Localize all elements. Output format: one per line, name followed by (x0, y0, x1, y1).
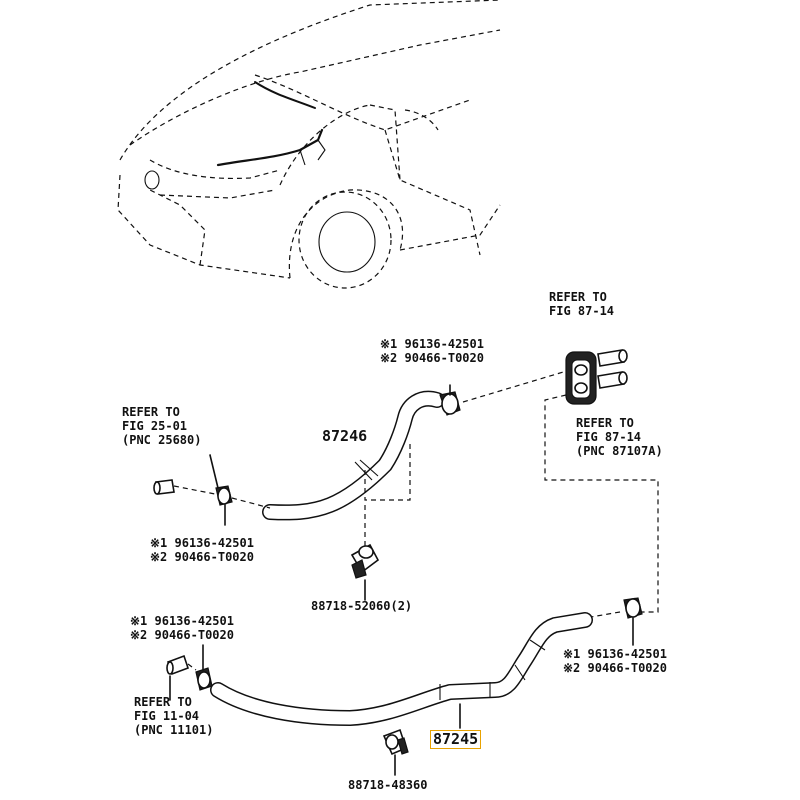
clip-lower (382, 728, 409, 776)
clamp-top (439, 384, 461, 416)
part-number-88718-48360[interactable]: 88718-48360 (348, 778, 428, 792)
part-number-87246[interactable]: 87246 (322, 427, 368, 445)
part-number-88718-52060[interactable]: 88718-52060(2) (311, 599, 413, 613)
ref-25-01[interactable]: REFER TO FIG 25-01 (PNC 25680) (122, 405, 202, 447)
part-number-87245-highlighted[interactable]: 87245 (430, 730, 482, 749)
clamp-bottom-left-label[interactable]: ※1 96136-42501 ※2 90466-T0020 (130, 614, 234, 642)
clamp-left-label[interactable]: ※1 96136-42501 ※2 90466-T0020 (150, 536, 254, 564)
clip-upper (350, 543, 380, 601)
pipe-end-left (153, 454, 271, 526)
clamp-top-label[interactable]: ※1 96136-42501 ※2 90466-T0020 (380, 337, 484, 365)
clamp-right-label[interactable]: ※1 96136-42501 ※2 90466-T0020 (563, 647, 667, 675)
hose-87246 (262, 390, 445, 548)
heater-connector (462, 349, 628, 405)
ref-87-14-mid[interactable]: REFER TO FIG 87-14 (PNC 87107A) (576, 416, 663, 458)
hose-87245 (210, 612, 593, 729)
car-illustration (117, 0, 501, 289)
pipe-end-bottom-left (166, 644, 213, 701)
clamp-right (623, 597, 643, 646)
ref-11-04[interactable]: REFER TO FIG 11-04 (PNC 11101) (134, 695, 214, 737)
ref-87-14-top[interactable]: REFER TO FIG 87-14 (549, 290, 615, 318)
